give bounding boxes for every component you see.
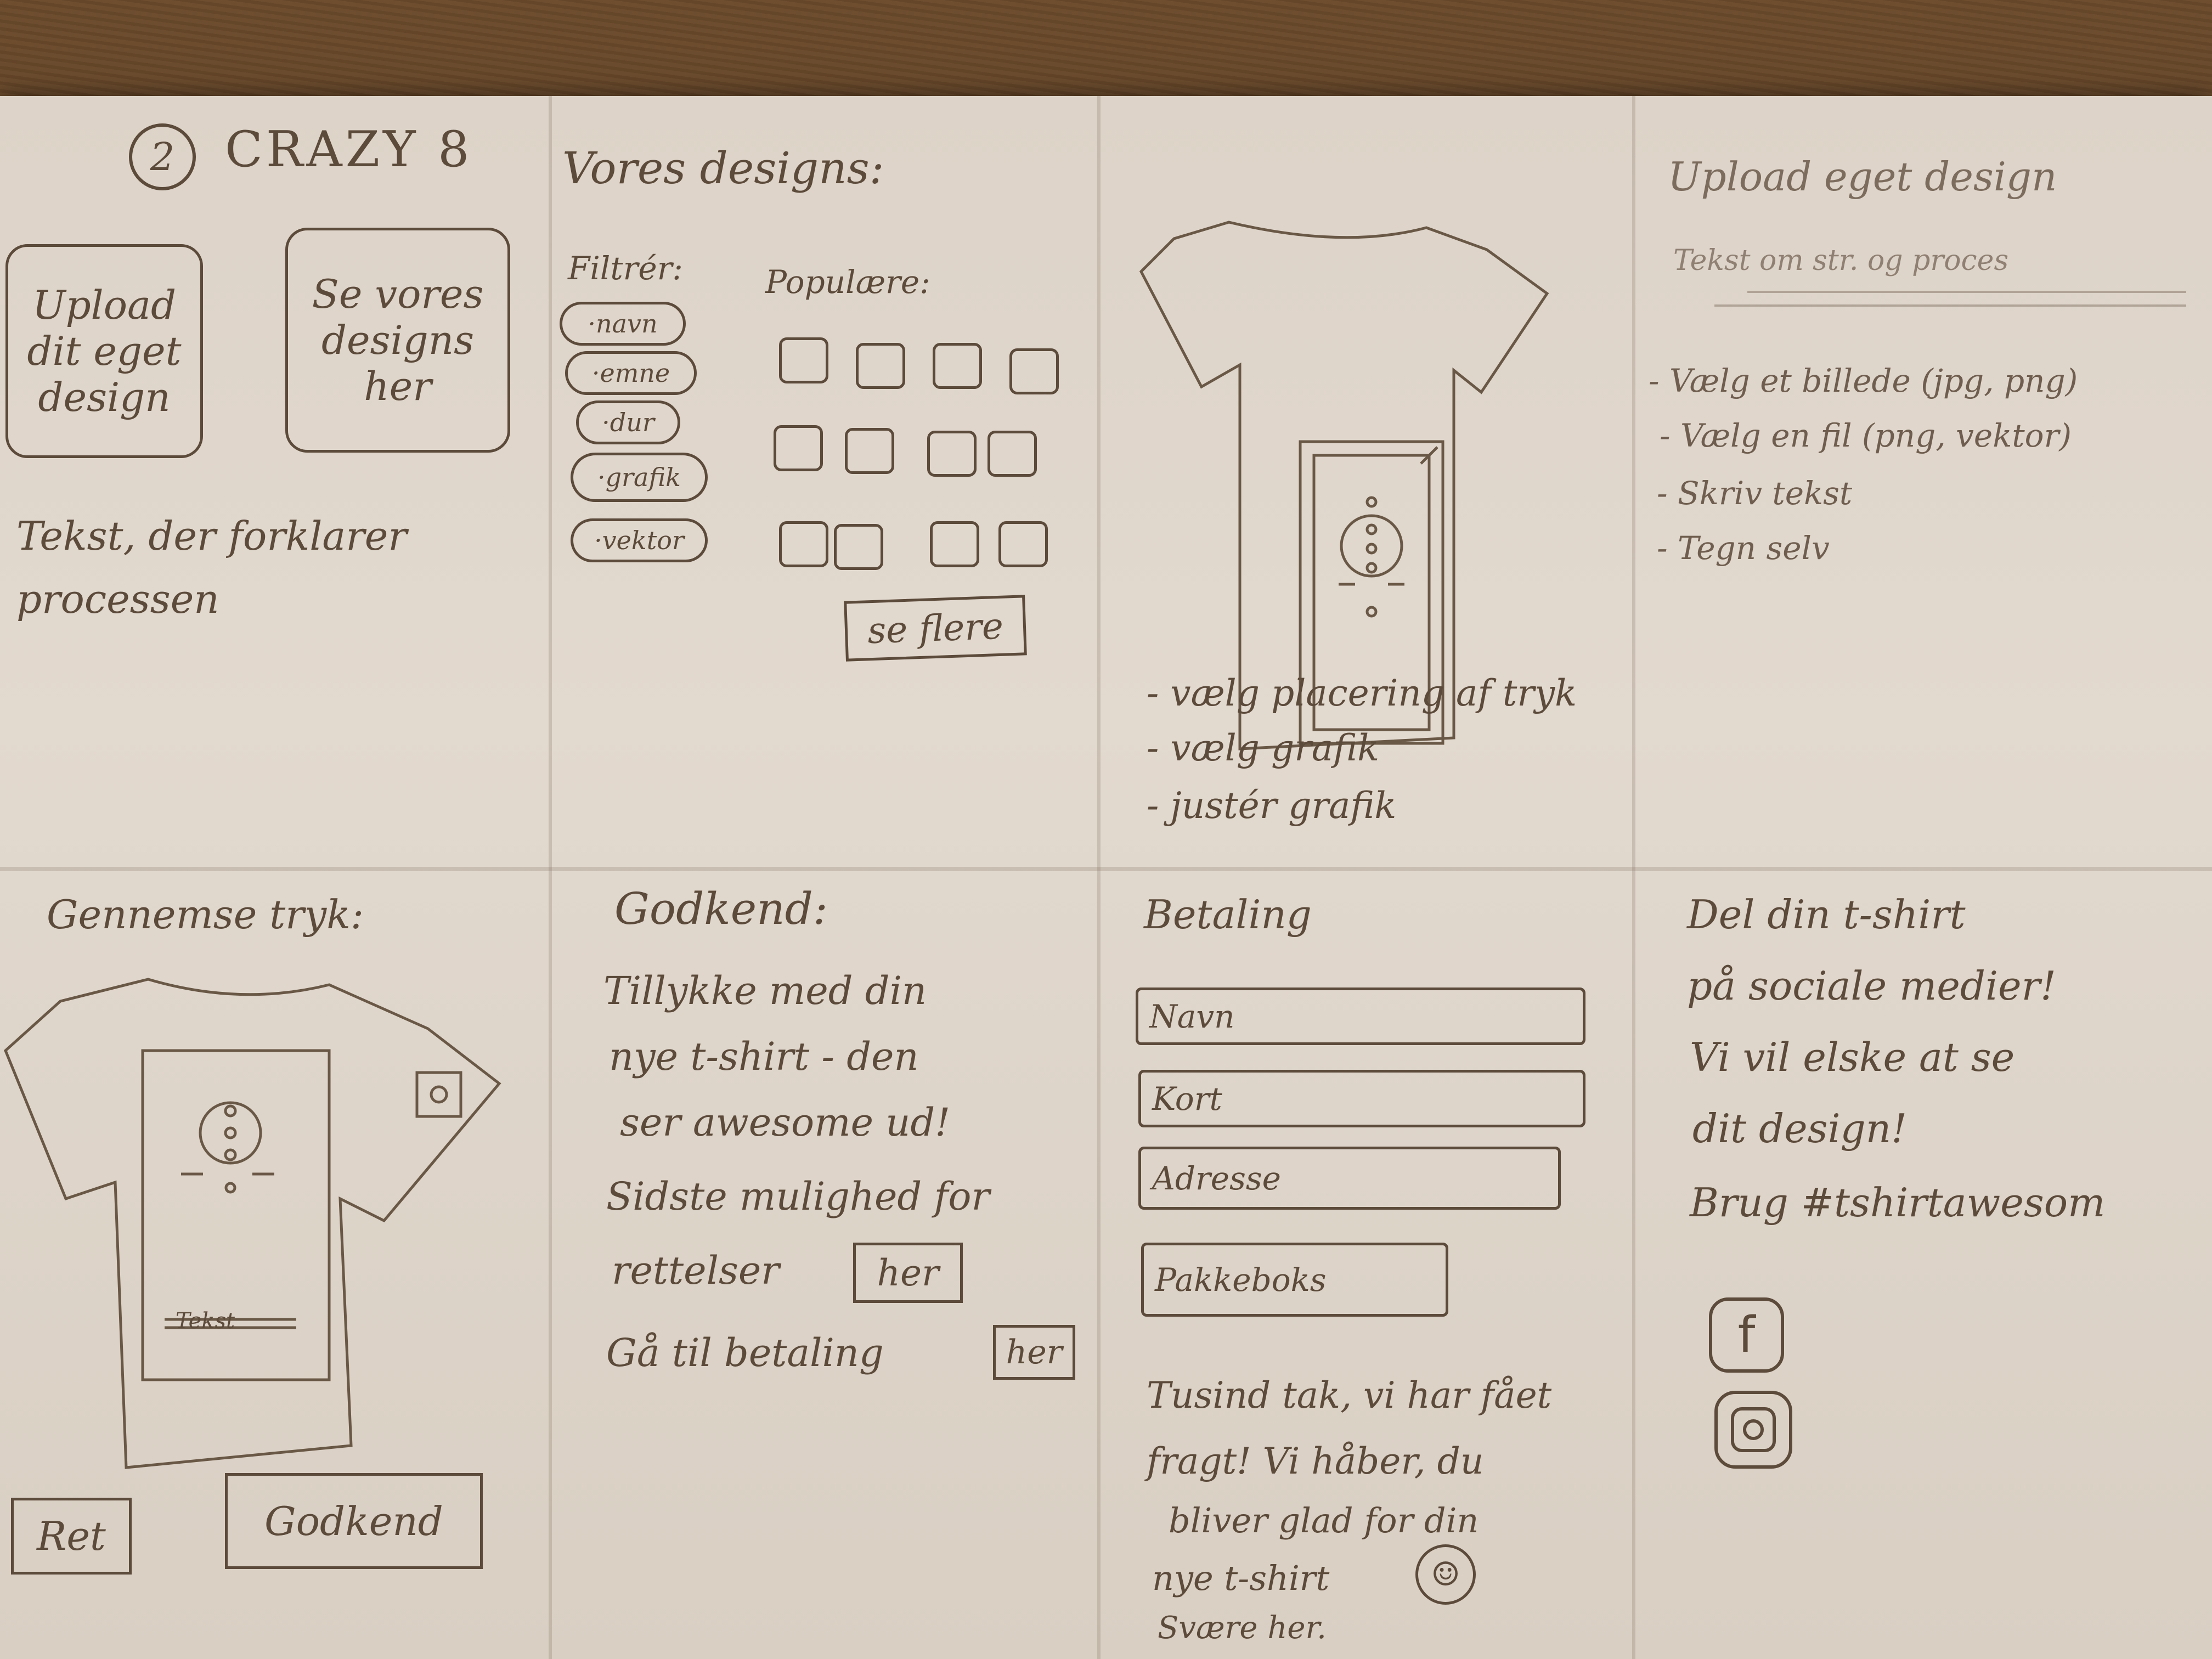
- edit-here-button[interactable]: her: [853, 1243, 963, 1303]
- design-thumbnail[interactable]: [1009, 348, 1059, 394]
- shirt-text-label: Tekst: [176, 1308, 235, 1334]
- design-thumbnail[interactable]: [930, 521, 979, 567]
- instagram-lens: [1743, 1419, 1764, 1440]
- tshirt-preview: [4, 978, 501, 1469]
- instagram-inner: [1731, 1407, 1776, 1452]
- share-text: dit design!: [1692, 1105, 1908, 1152]
- upload-option[interactable]: - Tegn selv: [1657, 529, 1830, 567]
- customize-step: - justér grafik: [1147, 785, 1397, 827]
- design-thumbnail[interactable]: [933, 343, 982, 389]
- section-title: Upload eget design: [1668, 154, 2057, 200]
- payment-here-button[interactable]: her: [993, 1325, 1075, 1380]
- design-thumbnail[interactable]: [927, 431, 977, 477]
- upload-option[interactable]: - Vælg et billede (jpg, png): [1649, 362, 2078, 399]
- tshirt-sketch: [1139, 221, 1549, 751]
- design-thumbnail[interactable]: [988, 431, 1037, 477]
- thanks-text: fragt! Vi håber, du: [1147, 1440, 1484, 1482]
- filter-chip[interactable]: ·navn: [560, 302, 686, 346]
- panel-upload-design: Upload eget design Tekst om str. og proc…: [1632, 96, 2212, 864]
- design-thumbnail[interactable]: [845, 428, 894, 474]
- approve-text: nye t-shirt - den: [609, 1034, 919, 1079]
- design-thumbnail[interactable]: [998, 521, 1048, 567]
- fold-line: [549, 96, 552, 1659]
- panel-intro: 2 CRAZY 8 Upload dit eget design Se vore…: [0, 96, 549, 864]
- design-thumbnail[interactable]: [774, 425, 823, 471]
- address-field[interactable]: Adresse: [1138, 1147, 1561, 1210]
- upload-design-box[interactable]: Upload dit eget design: [5, 244, 203, 458]
- panel-customize-shirt: - vælg placering af tryk - vælg grafik -…: [1097, 96, 1632, 864]
- approve-text: rettelser: [612, 1248, 780, 1293]
- fold-line: [0, 867, 2212, 871]
- filter-label: Filtrér:: [568, 250, 683, 287]
- smiley-icon: ☺: [1415, 1544, 1476, 1605]
- card-field[interactable]: Kort: [1138, 1070, 1585, 1127]
- facebook-icon[interactable]: f: [1709, 1297, 1784, 1373]
- parcel-box-field[interactable]: Pakkeboks: [1141, 1243, 1448, 1317]
- customize-step: - vælg placering af tryk: [1147, 672, 1577, 714]
- filter-chip[interactable]: ·grafik: [571, 453, 708, 502]
- share-text: Vi vil elske at se: [1690, 1034, 2015, 1080]
- design-thumbnail[interactable]: [779, 521, 828, 567]
- approve-text: Gå til betaling: [606, 1330, 884, 1375]
- section-title: Betaling: [1144, 891, 1312, 938]
- share-text: Del din t-shirt: [1687, 891, 1966, 938]
- section-subtitle: Tekst om str. og proces: [1673, 244, 2009, 277]
- divider: [1714, 304, 2186, 307]
- thanks-text: Tusind tak, vi har fået: [1147, 1374, 1552, 1417]
- fold-line: [1632, 96, 1635, 1659]
- customize-step: - vælg grafik: [1147, 727, 1380, 769]
- edit-button[interactable]: Ret: [11, 1498, 132, 1575]
- filter-chip[interactable]: ·emne: [565, 351, 697, 395]
- popular-label: Populære:: [765, 263, 930, 301]
- panel-review-print: Gennemse tryk: Tekst Ret Godkend: [0, 870, 549, 1659]
- page-title: CRAZY 8: [225, 121, 473, 178]
- share-text: på sociale medier!: [1687, 963, 2056, 1009]
- name-field[interactable]: Navn: [1136, 988, 1585, 1045]
- panel-approve: Godkend: Tillykke med din nye t-shirt - …: [549, 870, 1097, 1659]
- fold-line: [1097, 96, 1101, 1659]
- filter-chip[interactable]: ·dur: [576, 400, 680, 444]
- panel-our-designs: Vores designs: Filtrér: Populære: ·navn …: [549, 96, 1097, 864]
- see-more-button[interactable]: se flere: [844, 595, 1027, 662]
- section-title: Gennemse tryk:: [47, 891, 364, 938]
- approve-text: Sidste mulighed for: [606, 1174, 990, 1219]
- thanks-text: nye t-shirt: [1152, 1558, 1330, 1598]
- panel-share: Del din t-shirt på sociale medier! Vi vi…: [1632, 870, 2212, 1659]
- panel-payment: Betaling Navn Kort Adresse Pakkeboks Tus…: [1097, 870, 1632, 1659]
- divider: [1747, 291, 2186, 293]
- section-title: Godkend:: [614, 883, 828, 934]
- upload-option[interactable]: - Skriv tekst: [1657, 475, 1853, 512]
- approve-text: ser awesome ud!: [620, 1100, 951, 1145]
- approve-button[interactable]: Godkend: [225, 1473, 483, 1569]
- thanks-text: Svære her.: [1158, 1610, 1327, 1646]
- design-thumbnail[interactable]: [779, 337, 828, 383]
- see-designs-box[interactable]: Se vores designs her: [285, 228, 510, 453]
- step-number: 2: [129, 123, 196, 190]
- design-thumbnail[interactable]: [856, 343, 905, 389]
- process-description: Tekst, der forklarer processen: [16, 513, 407, 622]
- section-title: Vores designs:: [562, 143, 884, 194]
- paper-sheet: 2 CRAZY 8 Upload dit eget design Se vore…: [0, 96, 2212, 1659]
- thanks-text: bliver glad for din: [1169, 1500, 1479, 1541]
- instagram-icon[interactable]: [1714, 1391, 1792, 1469]
- approve-text: Tillykke med din: [603, 968, 927, 1013]
- filter-chip[interactable]: ·vektor: [571, 518, 708, 562]
- hashtag-text: Brug #tshirtawesom: [1690, 1180, 2106, 1226]
- upload-option[interactable]: - Vælg en fil (png, vektor): [1660, 417, 2072, 454]
- design-thumbnail[interactable]: [834, 524, 883, 570]
